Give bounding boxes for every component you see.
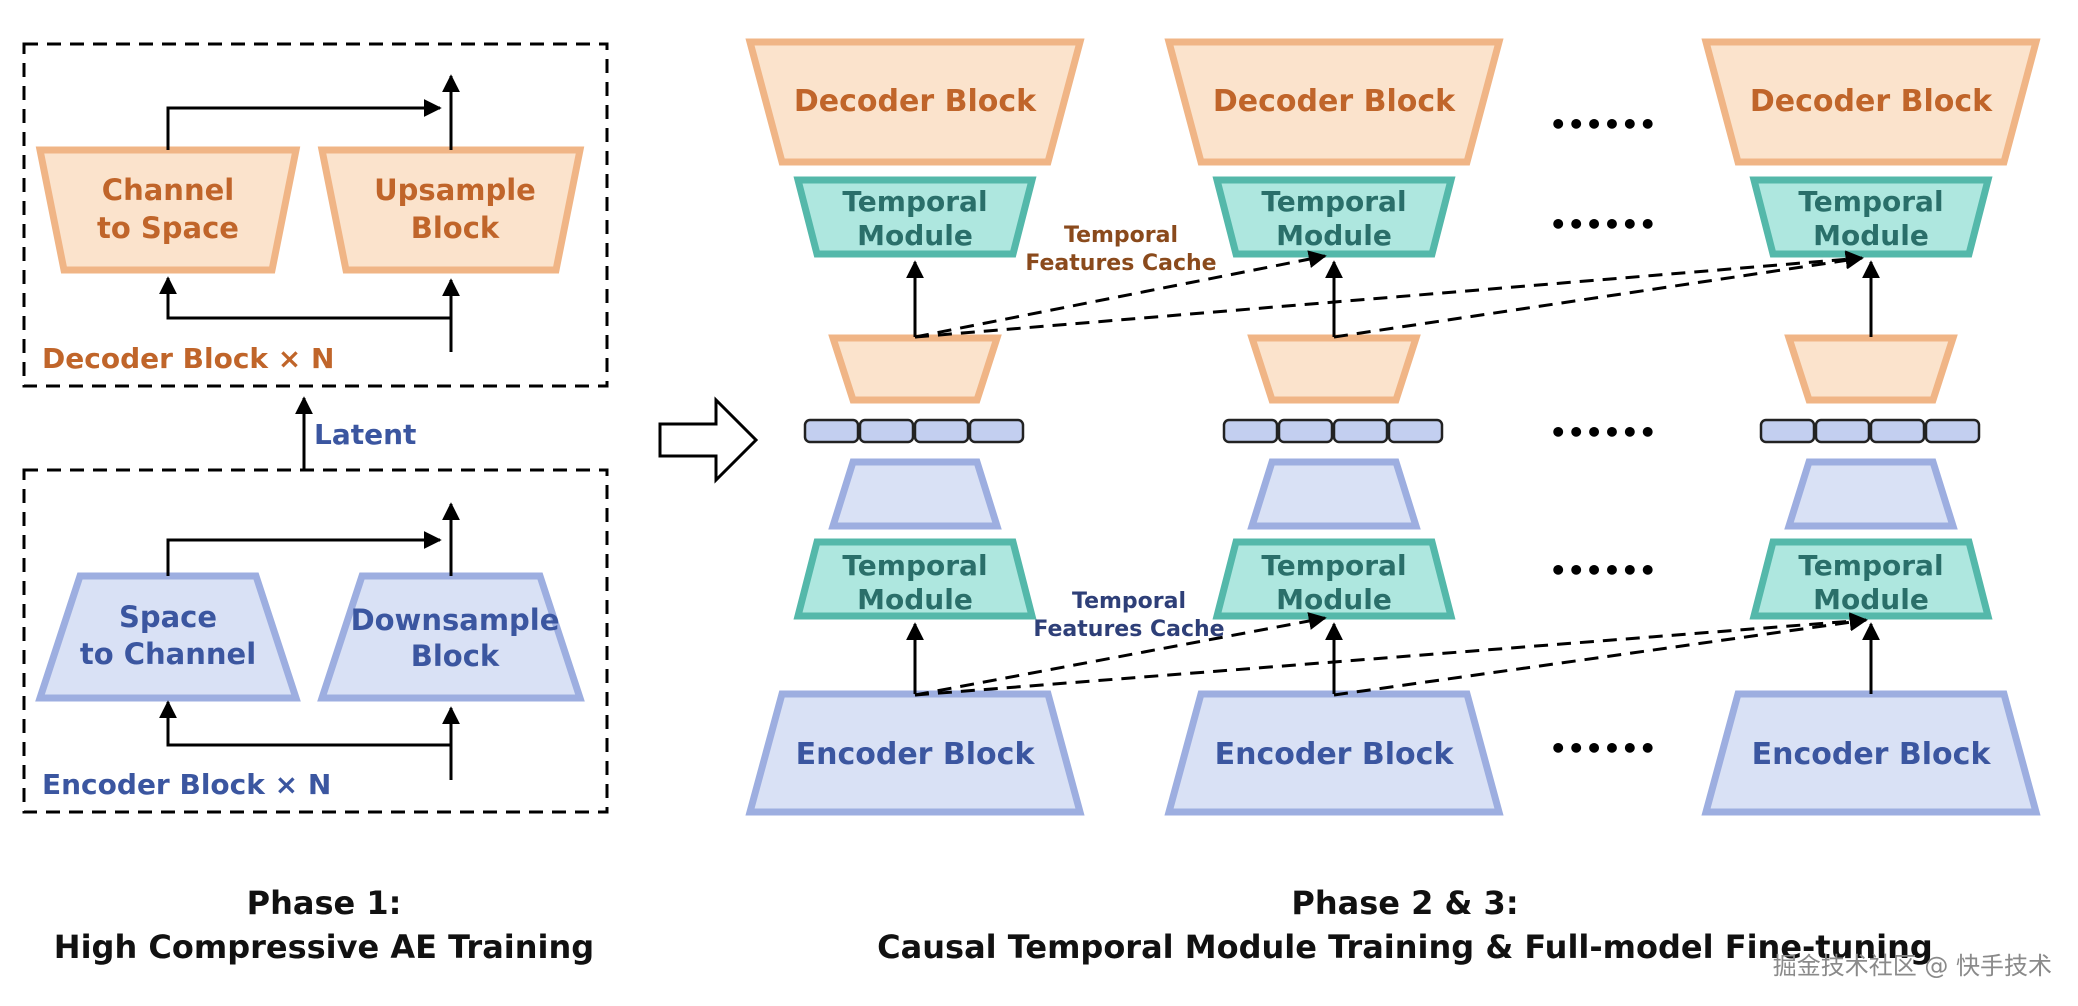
phase1-panel: Channel to Space Upsample Block Decoder … — [22, 42, 609, 966]
encoder-cache-label-line2: Features Cache — [1033, 617, 1224, 642]
temporal-module-top-2 — [1212, 176, 1456, 258]
encoder-group-label: Encoder Block × N — [42, 768, 331, 801]
decoder-block-2 — [1164, 38, 1504, 166]
encoder-block-2 — [1164, 690, 1504, 816]
encoder-block-1 — [745, 690, 1085, 816]
latent-label: Latent — [314, 418, 416, 451]
latent-token-1-1 — [803, 418, 860, 444]
latent-token-1-3 — [913, 418, 970, 444]
channel-to-space-line2: to Space — [97, 211, 239, 245]
latent-token-n-3 — [1869, 418, 1926, 444]
temporal-top-line2-1: Module — [857, 219, 973, 252]
encoder-cache-label-line1: Temporal — [1072, 589, 1186, 614]
channel-to-space-line1: Channel — [102, 173, 234, 207]
phase-transition-arrow — [658, 396, 759, 484]
ellipsis-temporal-bottom: •••••• — [1549, 554, 1656, 587]
latent-token-2-2 — [1277, 418, 1334, 444]
decoder-stage-2 — [1247, 334, 1421, 404]
encoder-block-n — [1701, 690, 2041, 816]
temporal-bottom-line1-n: Temporal — [1798, 549, 1943, 582]
ellipsis-decoder: •••••• — [1549, 108, 1656, 141]
column-2: Decoder BlockTemporalModuleTemporalModul… — [1164, 38, 1504, 816]
ellipsis-latent: •••••• — [1549, 416, 1656, 449]
decoder-cache-links — [914, 250, 1864, 339]
encoder-skip-arrow — [166, 531, 442, 576]
latent-token-1-2 — [858, 418, 915, 444]
ellipsis-temporal-top: •••••• — [1549, 208, 1656, 241]
phase2-panel: Decoder BlockTemporalModuleTemporalModul… — [745, 38, 2041, 816]
decoder-cache-link-2-n — [1333, 251, 1864, 339]
temporal-bottom-line2-1: Module — [857, 583, 973, 616]
space-to-channel-line2: to Channel — [80, 637, 256, 671]
phase2-caption-line1: Phase 2 & 3: — [1291, 884, 1518, 922]
column-n: Decoder BlockTemporalModuleTemporalModul… — [1701, 38, 2041, 816]
encoder-stage-2 — [1247, 458, 1421, 530]
latent-token-n-1 — [1759, 418, 1816, 444]
temporal-module-top-1 — [793, 176, 1037, 258]
temporal-module-bottom-2 — [1212, 538, 1456, 620]
phase2-caption-line2: Causal Temporal Module Training & Full-m… — [877, 928, 1933, 966]
decoder-cache-label-line2: Features Cache — [1025, 251, 1216, 276]
encoder-block-label-1: Encoder Block — [796, 737, 1036, 772]
encoder-cache-link-1-n — [914, 612, 1868, 697]
temporal-bottom-line2-n: Module — [1813, 583, 1929, 616]
decoder-stage-n — [1784, 334, 1958, 404]
temporal-bottom-line2-2: Module — [1276, 583, 1392, 616]
decoder-group-frame — [22, 42, 609, 388]
latent-token-n-4 — [1924, 418, 1981, 444]
watermark: 掘金技术社区 @ 快手技术 — [1773, 952, 2052, 980]
decoder-block-label-1: Decoder Block — [794, 84, 1037, 119]
encoder-cache-links — [914, 612, 1868, 697]
latent-token-2-4 — [1387, 418, 1444, 444]
channel-to-space-block — [35, 146, 301, 274]
decoder-block-label-2: Decoder Block — [1213, 84, 1456, 119]
decoder-block-n — [1701, 38, 2041, 166]
temporal-top-line1-1: Temporal — [842, 185, 987, 218]
upsample-block — [317, 146, 585, 274]
temporal-top-line1-2: Temporal — [1261, 185, 1406, 218]
encoder-stage-1 — [828, 458, 1002, 530]
encoder-block-label-2: Encoder Block — [1215, 737, 1455, 772]
decoder-cache-label-line1: Temporal — [1064, 223, 1178, 248]
decoder-group-label: Decoder Block × N — [42, 342, 334, 375]
phase1-caption-line2: High Compressive AE Training — [54, 928, 594, 966]
decoder-cache-link-1-n — [914, 250, 1864, 339]
encoder-group-frame — [22, 468, 609, 814]
ellipsis-encoder: •••••• — [1549, 732, 1656, 765]
temporal-module-bottom-n — [1749, 538, 1993, 620]
temporal-bottom-line1-1: Temporal — [842, 549, 987, 582]
encoder-block-label-n: Encoder Block — [1752, 737, 1992, 772]
decoder-cache-link-1-2 — [914, 250, 1327, 339]
latent-token-2-1 — [1222, 418, 1279, 444]
temporal-top-line1-n: Temporal — [1798, 185, 1943, 218]
encoder-cache-link-2-n — [1333, 613, 1868, 697]
encoder-loop-arrow — [159, 700, 451, 747]
downsample-block-line1: Downsample — [351, 603, 560, 637]
temporal-module-top-n — [1749, 176, 1993, 258]
decoder-block-label-n: Decoder Block — [1750, 84, 1993, 119]
temporal-top-line2-2: Module — [1276, 219, 1392, 252]
latent-token-1-4 — [968, 418, 1025, 444]
upsample-block-line1: Upsample — [374, 173, 536, 207]
space-to-channel-line1: Space — [119, 600, 217, 634]
decoder-loop-arrow — [159, 276, 451, 320]
decoder-stage-1 — [828, 334, 1002, 404]
temporal-bottom-line1-2: Temporal — [1261, 549, 1406, 582]
decoder-skip-arrow — [166, 99, 442, 150]
latent-token-n-2 — [1814, 418, 1871, 444]
downsample-block — [317, 572, 585, 702]
column-1: Decoder BlockTemporalModuleTemporalModul… — [745, 38, 1085, 816]
encoder-stage-n — [1784, 458, 1958, 530]
ellipsis-column: •••••• •••••• •••••• •••••• •••••• — [1549, 108, 1656, 765]
decoder-block-1 — [745, 38, 1085, 166]
temporal-module-bottom-1 — [793, 538, 1037, 620]
upsample-block-line2: Block — [411, 211, 500, 245]
space-to-channel-block — [35, 572, 301, 702]
downsample-block-line2: Block — [411, 639, 500, 673]
latent-token-2-3 — [1332, 418, 1389, 444]
encoder-cache-link-1-2 — [914, 612, 1327, 697]
temporal-top-line2-n: Module — [1813, 219, 1929, 252]
phase1-caption-line1: Phase 1: — [247, 884, 402, 922]
